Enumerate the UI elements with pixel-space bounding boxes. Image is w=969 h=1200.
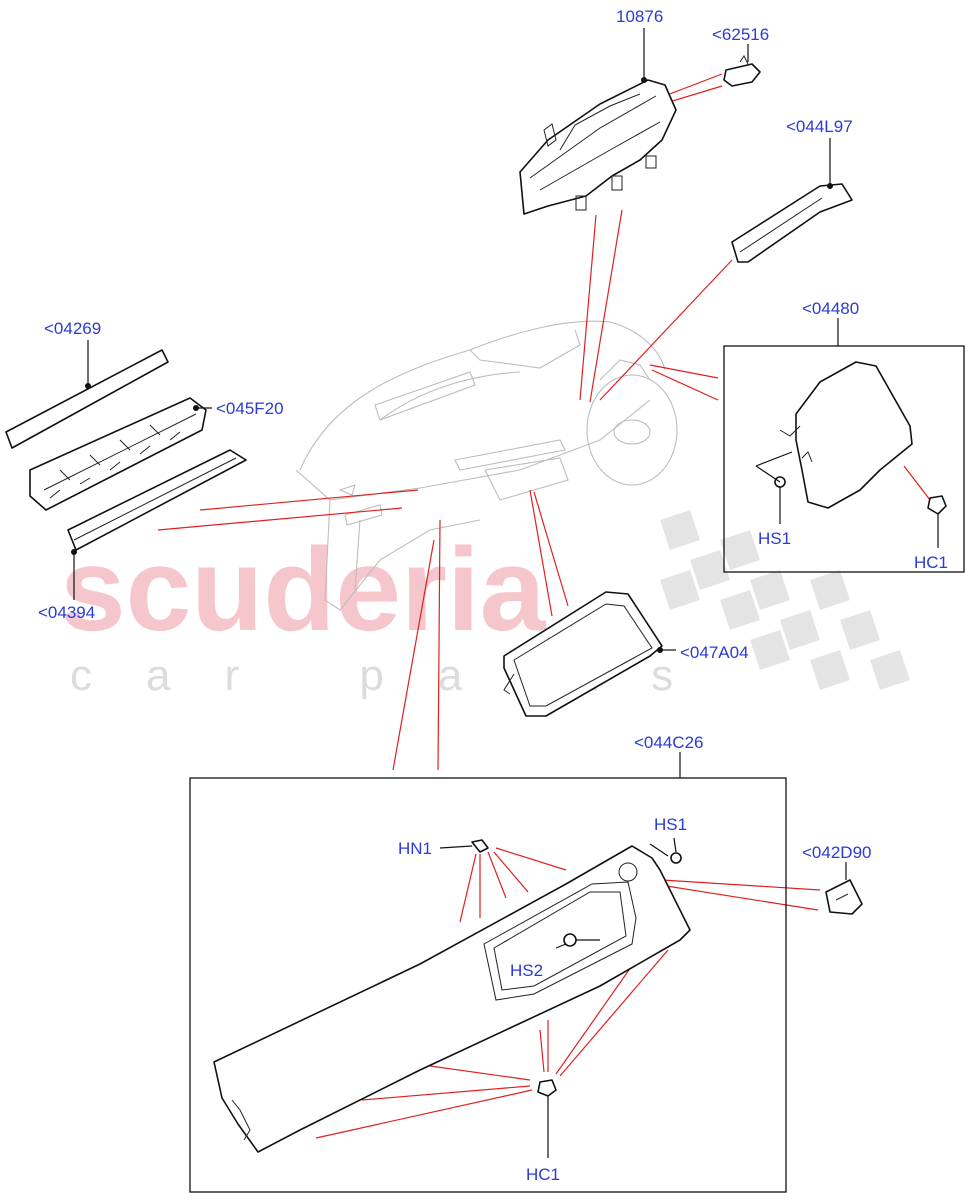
checkered-flag-watermark [660,510,910,690]
leader-lines [71,28,847,880]
label-04269[interactable]: <04269 [44,319,101,338]
watermark: scuderia car parts [60,510,910,700]
bracket-042D90-part[interactable] [825,879,863,915]
callout-lines [157,73,931,1139]
instrument-cluster-part[interactable] [519,79,677,215]
label-04480[interactable]: <04480 [802,299,859,318]
label-hs2[interactable]: HS2 [510,961,543,980]
watermark-brand: scuderia [60,524,547,656]
nut-hn1[interactable] [471,839,489,853]
part-labels: 10876 <62516 <044L97 <04269 <045F20 <044… [38,7,948,1184]
label-045F20[interactable]: <045F20 [216,399,284,418]
screw-hs1-bottom[interactable] [670,852,682,864]
label-hn1[interactable]: HN1 [398,839,432,858]
screw-hs2[interactable] [563,933,600,947]
dash-top-panel-part[interactable] [213,845,691,1153]
label-hc1-bottom[interactable]: HC1 [526,1165,560,1184]
detail-box-04480 [723,345,965,573]
label-047A04[interactable]: <047A04 [680,643,749,662]
screen-surround-part[interactable] [503,591,663,717]
top-strip-part[interactable] [5,349,169,449]
clip-part[interactable] [723,55,761,87]
dashboard-assembly [295,320,678,611]
clip-hc1-bottom[interactable] [537,1079,557,1097]
label-62516[interactable]: <62516 [712,25,769,44]
clip-hc1-right[interactable] [927,495,947,515]
label-hs1-right[interactable]: HS1 [758,529,791,548]
label-04394[interactable]: <04394 [38,603,95,622]
a-pillar-trim-part[interactable] [731,183,853,263]
label-hc1-right[interactable]: HC1 [914,553,948,572]
lower-strip-part[interactable] [67,449,247,551]
bracket-part[interactable] [29,397,207,511]
label-10876[interactable]: 10876 [616,7,663,26]
label-044L97[interactable]: <044L97 [786,117,853,136]
detail-box-044C26 [189,777,787,1193]
label-044C26[interactable]: <044C26 [634,733,703,752]
label-hs1-bottom[interactable]: HS1 [654,815,687,834]
label-042D90[interactable]: <042D90 [802,843,871,862]
